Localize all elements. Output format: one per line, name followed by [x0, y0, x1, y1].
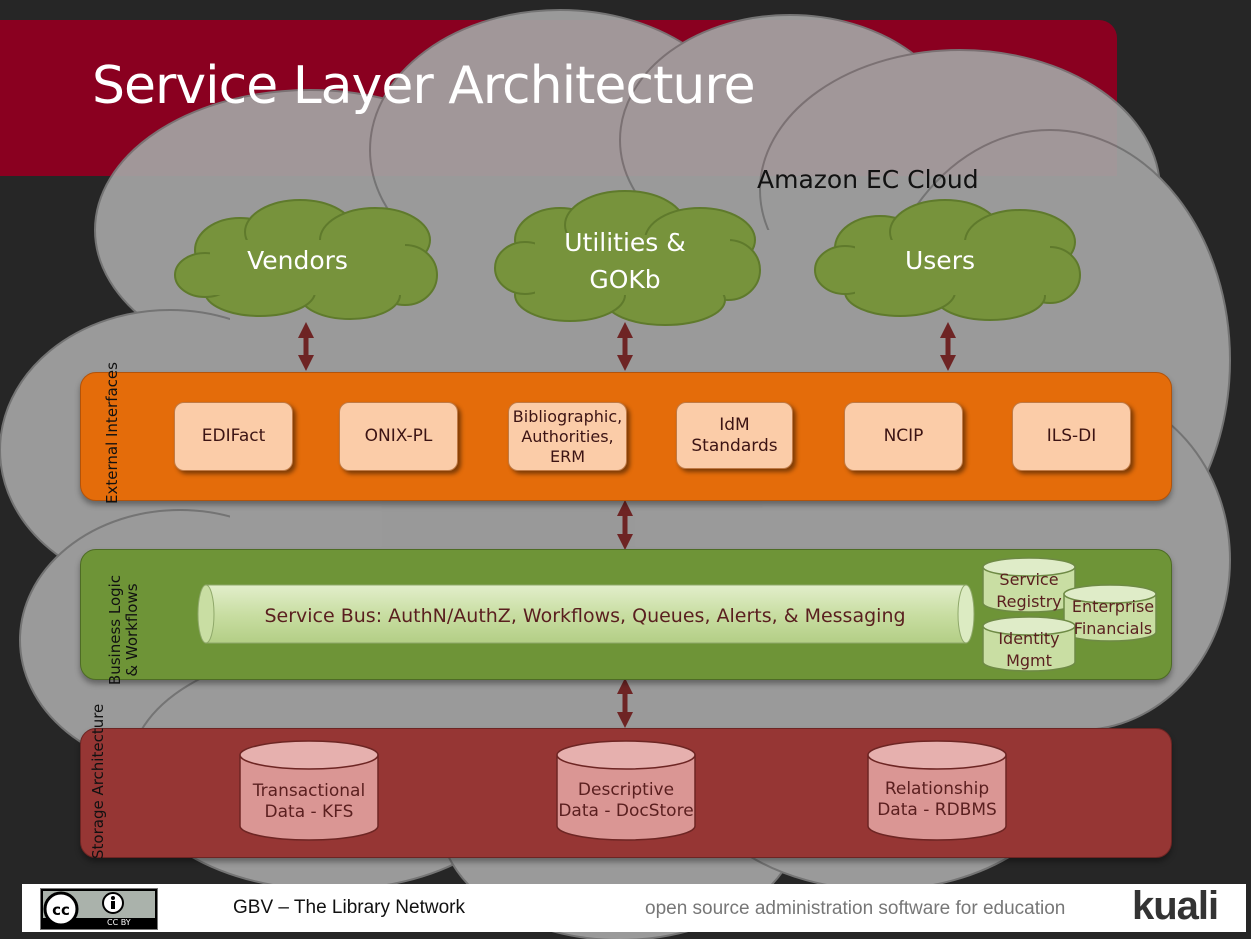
- footer-bar: [22, 884, 1246, 932]
- cloud-label: Amazon EC Cloud: [757, 165, 979, 194]
- relationship-data-label: Relationship Data - RDBMS: [877, 779, 997, 820]
- interface-box-idm: IdM Standards: [676, 402, 793, 469]
- slide-title: Service Layer Architecture: [92, 56, 756, 116]
- transactional-db-cylinder: [239, 740, 379, 841]
- identity-mgmt-label: Identity Mgmt: [998, 629, 1060, 670]
- service-bus-pipe: [197, 584, 975, 644]
- footer-tagline: open source administration software for …: [645, 898, 1066, 919]
- service-registry-label: Service Registry: [996, 570, 1062, 611]
- license-badge-text: CC BY: [107, 918, 131, 927]
- footer-org: GBV – The Library Network: [233, 897, 465, 918]
- interface-box-bibliographic: Bibliographic, Authorities, ERM: [508, 402, 627, 471]
- service-registry-cylinder: [982, 557, 1076, 613]
- cc-license-badge: cc CC BY: [40, 888, 158, 930]
- users-label: Users: [904, 246, 975, 275]
- interface-box-ncip: NCIP: [844, 402, 963, 471]
- users-cloud-shape: [814, 199, 1081, 321]
- interface-box-edifact: EDIFact: [174, 402, 293, 471]
- cc-icon: [43, 891, 79, 927]
- enterprise-financials-label: Enterprise Financials: [1071, 597, 1155, 638]
- kuali-logo: kuali: [1132, 884, 1219, 928]
- svg-text:cc: cc: [52, 901, 70, 919]
- transactional-data-label: Transactional Data - KFS: [252, 781, 366, 822]
- relationship-db-cylinder: [867, 740, 1007, 841]
- descriptive-data-label: Descriptive Data - DocStore: [558, 780, 694, 821]
- vendors-label: Vendors: [247, 246, 348, 275]
- utilities-label: Utilities & GOKb: [564, 228, 686, 294]
- service-bus-label: Service Bus: AuthN/AuthZ, Workflows, Que…: [264, 605, 906, 627]
- identity-mgmt-cylinder: [982, 616, 1076, 672]
- interface-box-onix-pl: ONIX-PL: [339, 402, 458, 471]
- utilities-cloud-shape: [494, 190, 761, 326]
- connector-arrows: [297, 321, 957, 729]
- descriptive-db-cylinder: [556, 740, 696, 841]
- vendors-cloud-shape: [174, 199, 438, 320]
- interface-box-ils-di: ILS-DI: [1012, 402, 1131, 471]
